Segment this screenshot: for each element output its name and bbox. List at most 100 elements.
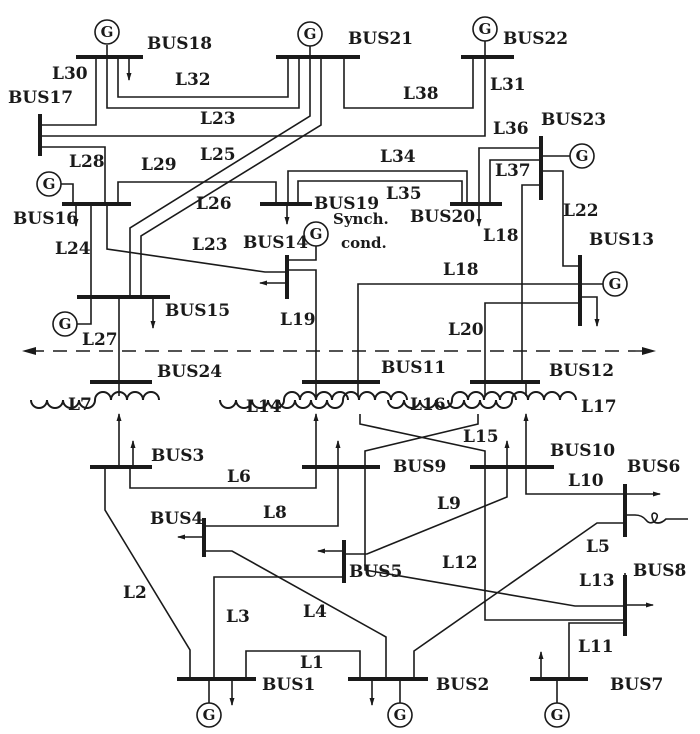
label-L32: L32 xyxy=(175,70,211,90)
label-L11: L11 xyxy=(578,637,614,657)
label-L37: L37 xyxy=(495,161,531,181)
bus23-label: BUS23 xyxy=(541,110,606,130)
line-L36[interactable] xyxy=(478,147,541,204)
bus11-label: BUS11 xyxy=(381,358,446,378)
label-L7: L7 xyxy=(68,395,92,415)
line-L8[interactable] xyxy=(204,467,339,527)
line-L38[interactable] xyxy=(343,57,474,109)
bus21-label: BUS21 xyxy=(348,29,413,49)
svg-text:G: G xyxy=(479,20,492,38)
line-L18[interactable] xyxy=(357,283,580,382)
label-L10: L10 xyxy=(568,471,604,491)
transformer-L7[interactable] xyxy=(30,382,160,409)
boundary-arrow-left xyxy=(22,347,36,355)
label-L26: L26 xyxy=(196,194,232,214)
svg-text:G: G xyxy=(203,706,216,724)
bus4-label: BUS4 xyxy=(150,509,203,529)
generator-bus18[interactable]: G xyxy=(94,19,120,57)
generator-bus23[interactable]: G xyxy=(541,143,595,169)
generator-bus2[interactable]: G xyxy=(387,679,413,728)
line-L35[interactable] xyxy=(297,180,463,204)
bus8-label: BUS8 xyxy=(633,561,686,581)
svg-text:G: G xyxy=(304,25,317,43)
generator-bus22[interactable]: G xyxy=(472,16,498,57)
synch-cond-label-2: cond. xyxy=(341,234,387,252)
transformer-L15[interactable] xyxy=(387,382,517,409)
label-L24: L24 xyxy=(55,239,91,259)
label-L13: L13 xyxy=(579,571,615,591)
label-L5: L5 xyxy=(586,537,610,557)
line-L11[interactable] xyxy=(568,622,625,679)
line-L26[interactable] xyxy=(140,57,322,297)
line-L9[interactable] xyxy=(344,467,508,555)
line-L19[interactable] xyxy=(287,269,317,382)
bus17-label: BUS17 xyxy=(8,88,73,108)
line-L23-top[interactable] xyxy=(106,57,300,109)
line-L37[interactable] xyxy=(489,159,541,204)
label-L22: L22 xyxy=(563,201,599,221)
bus22-label: BUS22 xyxy=(503,29,568,49)
generator-bus1[interactable]: G xyxy=(196,679,222,728)
label-L12: L12 xyxy=(442,553,478,573)
bus20-label: BUS20 xyxy=(410,207,475,227)
label-L25: L25 xyxy=(200,145,236,165)
line-L23-lower[interactable] xyxy=(106,204,287,273)
label-L34: L34 xyxy=(380,147,416,167)
label-L23b: L23 xyxy=(192,235,228,255)
line-L30[interactable] xyxy=(40,57,97,126)
label-L14: L14 xyxy=(246,397,282,417)
line-L3[interactable] xyxy=(213,576,344,679)
transformer-L14[interactable] xyxy=(219,382,349,409)
bus18-label: BUS18 xyxy=(147,34,212,54)
generator-bus16[interactable]: G xyxy=(36,171,74,204)
line-L22[interactable] xyxy=(541,170,580,267)
bus16-label: BUS16 xyxy=(13,209,78,229)
line-L28[interactable] xyxy=(40,146,106,204)
svg-text:G: G xyxy=(310,225,323,243)
reactor-bus6[interactable] xyxy=(625,512,688,524)
label-L9: L9 xyxy=(437,494,461,514)
svg-text:G: G xyxy=(59,315,72,333)
boundary-arrow-right xyxy=(642,347,656,355)
label-L3: L3 xyxy=(226,607,250,627)
line-L25[interactable] xyxy=(129,57,311,297)
label-L20: L20 xyxy=(448,320,484,340)
bus1-label: BUS1 xyxy=(262,675,315,695)
label-L30: L30 xyxy=(52,64,88,84)
line-L32[interactable] xyxy=(117,57,289,98)
label-L35: L35 xyxy=(386,184,422,204)
generator-bus7[interactable]: G xyxy=(544,679,570,728)
line-L2[interactable] xyxy=(104,467,191,679)
line-L31[interactable] xyxy=(40,57,486,137)
transformer-L17[interactable] xyxy=(447,382,577,409)
label-L38: L38 xyxy=(403,84,439,104)
line-L4[interactable] xyxy=(204,550,387,679)
bus15-label: BUS15 xyxy=(165,301,230,321)
svg-text:G: G xyxy=(576,147,589,165)
bus10-label: BUS10 xyxy=(550,441,615,461)
generator-bus13[interactable]: G xyxy=(580,271,628,297)
line-L29[interactable] xyxy=(117,181,277,204)
bus5-label: BUS5 xyxy=(349,562,402,582)
label-L6: L6 xyxy=(227,467,251,487)
generator-bus15[interactable]: G xyxy=(52,297,92,337)
line-L1[interactable] xyxy=(245,650,361,679)
synch-cond-label-1: Synch. xyxy=(333,210,389,228)
line-L34[interactable] xyxy=(287,170,468,204)
bus7-label: BUS7 xyxy=(610,675,663,695)
line-L10[interactable] xyxy=(525,467,625,495)
line-L20[interactable] xyxy=(484,302,580,382)
line-L18-vertical[interactable] xyxy=(521,184,541,382)
label-L16: L16 xyxy=(410,395,446,415)
label-L31: L31 xyxy=(490,75,526,95)
bus3-label: BUS3 xyxy=(151,446,204,466)
transformer-L16[interactable] xyxy=(278,382,408,409)
label-L28: L28 xyxy=(69,152,105,172)
label-L1: L1 xyxy=(300,653,324,673)
line-L5[interactable] xyxy=(413,522,625,679)
line-L6[interactable] xyxy=(129,467,317,489)
generator-bus21[interactable]: G xyxy=(297,21,323,57)
bus24-label: BUS24 xyxy=(157,362,222,382)
synchronous-condenser-bus14[interactable]: G xyxy=(287,221,329,261)
